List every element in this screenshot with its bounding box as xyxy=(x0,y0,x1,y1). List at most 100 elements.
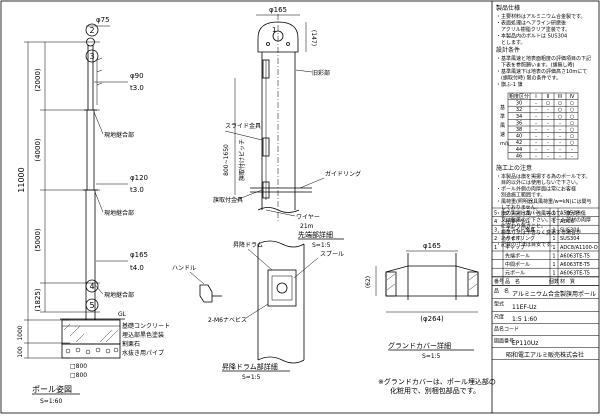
wind-label: 基 xyxy=(500,104,505,111)
wind-table-cell: 42 xyxy=(516,140,522,146)
wind-table-cell: - xyxy=(571,153,573,159)
cap-label: 旧彩部 xyxy=(312,69,330,77)
notes-lines-3: ・本製品は旗を掲揚する為のポールです。 目的以外には使用しないで下さい。・ポール… xyxy=(496,173,592,248)
join2-label: 現地継合部 xyxy=(104,209,134,217)
parts-cell: 1 xyxy=(552,210,555,216)
seg-5000-label: (5000) xyxy=(34,228,42,252)
title-block-value: 11EF-Uz xyxy=(512,304,537,311)
note-line: 下表を参照願います。(旗無し時) xyxy=(496,62,574,69)
balloon-4: 4 xyxy=(89,282,94,291)
wind-table-cell: ○ xyxy=(570,101,574,107)
t30b-label: t3.0 xyxy=(130,186,144,194)
top-title: 先端部詳細 xyxy=(298,230,333,239)
parts-cell: 先端ポール xyxy=(505,252,530,259)
notes-lines-1: ・主要材料はアルミニウム合金製です。・表面処理はヘアライン研磨後 アクリル樹脂ク… xyxy=(496,13,585,46)
parts-cell: A6063TE-T5 xyxy=(560,271,590,277)
wind-table-cell: - xyxy=(535,140,537,146)
parts-cell: SUS304 xyxy=(560,236,580,242)
parts-cell: ADC6 xyxy=(560,219,574,225)
notes-head-1: 製品仕様 xyxy=(496,4,520,12)
parts-cell: 1 xyxy=(552,245,555,251)
parts-col-head: 番号 xyxy=(494,278,504,285)
parts-cell: スライド金具 xyxy=(505,227,535,234)
wind-table-cell: - xyxy=(547,107,549,113)
wind-table-cell: 44 xyxy=(516,147,522,153)
notes-head-2: 設計条件 xyxy=(496,46,520,54)
note-line: ・基準風速下は地表の評価高さ10mにて xyxy=(496,68,587,75)
cover-d165-label: φ165 xyxy=(423,242,441,250)
parts-cell: 元ポール xyxy=(505,270,525,277)
wind-table-cell: - xyxy=(547,147,549,153)
wind-label: m/s xyxy=(500,141,510,147)
bolt-label: 2-M6ナベビス xyxy=(208,316,247,324)
note-line: ・主要材料はアルミニウム合金製です。 xyxy=(496,13,585,20)
wind-table-cell: ○ xyxy=(558,114,562,120)
wind-table-cell: - xyxy=(535,101,537,107)
parts-cell: 1 xyxy=(552,228,555,234)
wind-table-cell: ○ xyxy=(558,101,562,107)
wind-table-cell: - xyxy=(547,140,549,146)
note-line: ・表面処理はヘアライン研磨後 xyxy=(496,20,566,27)
wind-table-cell: - xyxy=(535,120,537,126)
b1000-label: 1000 xyxy=(17,325,24,340)
parts-cell: SUS304 xyxy=(560,228,580,234)
gravel-label: 割栗石 xyxy=(122,340,140,348)
wind-table-cell: - xyxy=(535,153,537,159)
notes-head-3: 施工上の注意 xyxy=(496,164,532,172)
seg-4000-label: (4000) xyxy=(34,138,42,162)
note-line: ・記載の寸法は目安です。 xyxy=(496,241,556,248)
handle-label: ハンドル xyxy=(172,265,196,272)
note-line: ・風荷重(照明器具風荷重/w=kN)には関与 xyxy=(496,198,592,205)
parts-cell: 1 xyxy=(552,219,555,225)
wind-table-cell: ○ xyxy=(570,140,574,146)
d90-label: φ90 xyxy=(130,72,144,80)
title-block-label: 品名コード xyxy=(494,325,519,332)
drum-scale: S=1:5 xyxy=(242,374,261,381)
wind-table-cell: - xyxy=(535,127,537,133)
notes-lines-2: ・基準風速と地表面粗度の評価項目の下記 下表を参照願います。(旗無し時)・基準風… xyxy=(496,55,591,88)
wind-table-cell: 30 xyxy=(516,101,522,107)
wind-table-cell: 34 xyxy=(516,114,522,120)
note-line: アクリル樹脂クリア塗装です。 xyxy=(496,26,570,33)
note-line: ・ポール外側の肉厚面は常にお客様 xyxy=(496,185,576,192)
note-line: (旗取付時) 限の条件です。 xyxy=(496,75,561,82)
h62-label: (62) xyxy=(365,276,372,288)
top-scale: S=1:5 xyxy=(312,242,331,249)
balloon-3: 3 xyxy=(89,52,94,61)
parts-cell: 5 xyxy=(494,210,497,216)
seg-1825-label: (1825) xyxy=(34,288,42,312)
parts-col-head: 材 質 xyxy=(560,278,575,285)
seg-2000-label: (2000) xyxy=(34,68,42,92)
parts-cell: ガイドリング xyxy=(505,235,535,242)
wind-table-cell: ○ xyxy=(570,107,574,113)
parts-cell: 1 xyxy=(552,236,555,242)
wind-table-cell: ○ xyxy=(546,101,550,107)
t30a-label: t3.0 xyxy=(130,84,144,92)
cover-note-2: 化粧用で、別梱包部品です。 xyxy=(390,386,480,395)
wind-table-cell: - xyxy=(547,114,549,120)
balloon-5: 5 xyxy=(89,301,94,310)
h147-label: (147) xyxy=(310,30,317,46)
note-line: しておりません。 xyxy=(496,204,541,211)
ring-label: ガイドリング xyxy=(325,170,361,178)
note-line: 別途施工範囲です。 xyxy=(496,192,546,199)
parts-cell: ADC8/A1100-O xyxy=(560,245,598,251)
wind-table-cell: 36 xyxy=(516,120,522,126)
d120-label: φ120 xyxy=(130,174,148,182)
total-11000-label: 11000 xyxy=(17,167,26,192)
parts-cell: 昇降ドラム xyxy=(505,218,530,225)
top-detail: φ165 1 (147) 旧彩部 スライド金具 800~1650 旗取付けピッチ… xyxy=(213,6,361,249)
note-line: ・本製品は旗を掲揚する為のポールです。 xyxy=(496,173,591,180)
cover-scale: S=1:5 xyxy=(422,353,441,360)
cover-title: グランドカバー詳細 xyxy=(388,341,451,350)
parts-cell: 1 xyxy=(552,262,555,268)
wind-table-cell: II xyxy=(547,94,550,100)
pole-view-title: ポール姿図 xyxy=(32,384,72,394)
title-block-value: EP110Uz xyxy=(512,340,538,347)
wire-label: ワイヤー xyxy=(296,214,320,221)
note-line: とします。 xyxy=(496,40,526,46)
wind-label: 準 xyxy=(500,113,505,120)
